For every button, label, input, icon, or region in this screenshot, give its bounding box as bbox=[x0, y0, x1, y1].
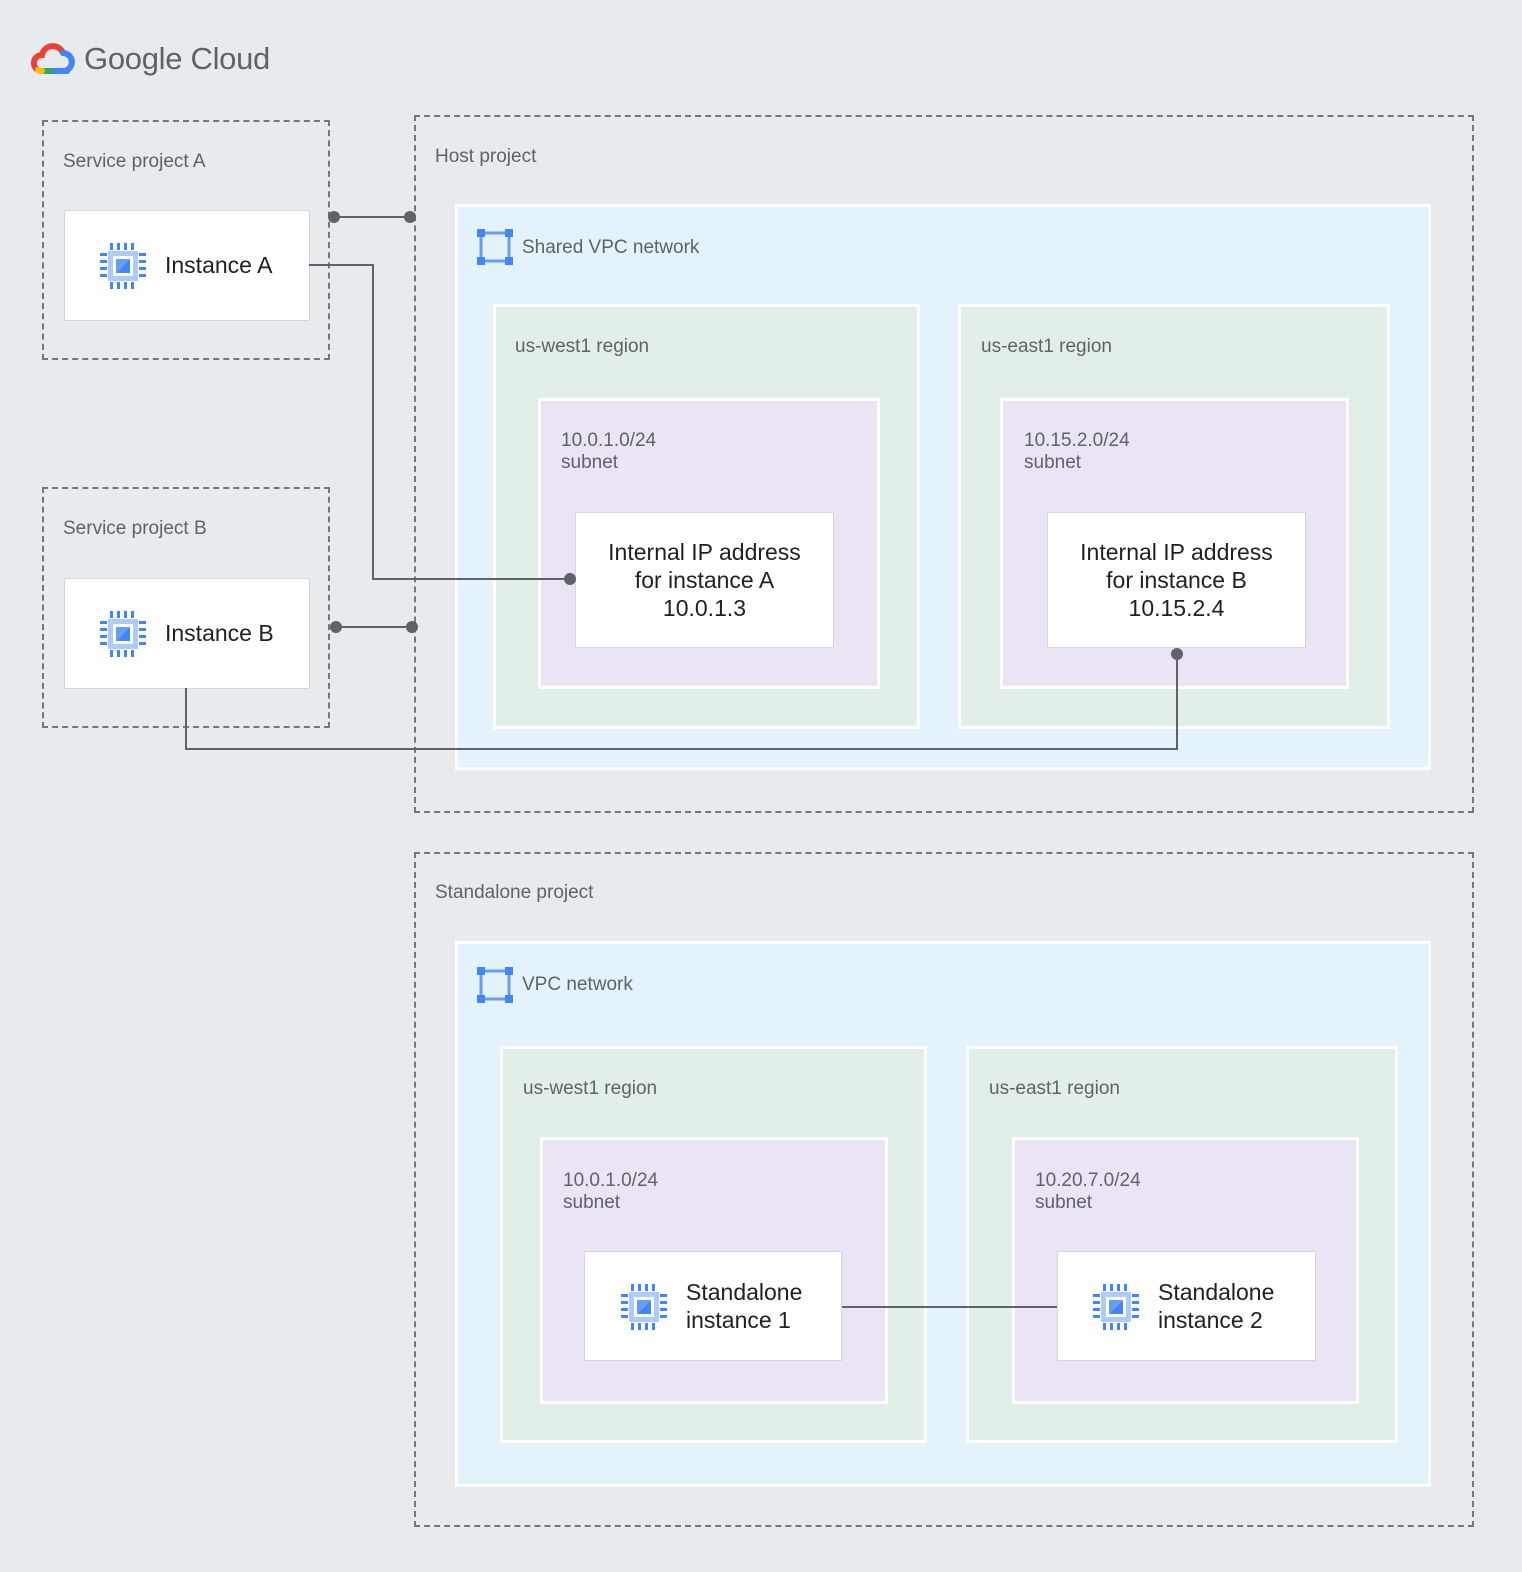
ip-box-instance-b[interactable]: Internal IP address for instance B 10.15… bbox=[1047, 512, 1306, 648]
standalone-project-title: Standalone project bbox=[435, 882, 594, 903]
ip-box-line2: for instance A bbox=[634, 567, 775, 593]
service-project-a-title: Service project A bbox=[63, 151, 206, 172]
subnet-label: subnet bbox=[563, 1192, 621, 1213]
host-project-title: Host project bbox=[435, 146, 537, 167]
vpc-network-title: VPC network bbox=[522, 974, 633, 995]
compute-engine-icon bbox=[1093, 1284, 1139, 1330]
instance-a-card[interactable]: Instance A bbox=[64, 210, 310, 321]
compute-engine-icon bbox=[621, 1284, 667, 1330]
instance-b-name: Instance B bbox=[165, 620, 274, 646]
region-title: us-west1 region bbox=[515, 336, 650, 357]
instance-b-card[interactable]: Instance B bbox=[64, 578, 310, 689]
region-title: us-west1 region bbox=[523, 1078, 658, 1099]
compute-engine-icon bbox=[100, 243, 146, 289]
region-title: us-east1 region bbox=[989, 1078, 1120, 1099]
standalone-project: Standalone project bbox=[414, 852, 1474, 1527]
subnet-label: subnet bbox=[1024, 452, 1082, 473]
instance-line1: Standalone bbox=[1158, 1279, 1275, 1305]
service-project-a: Service project A Instance A bbox=[42, 120, 330, 360]
google-cloud-logo bbox=[30, 38, 270, 82]
service-project-b: Service project B Instance B bbox=[42, 487, 330, 728]
instance-line2: instance 2 bbox=[1158, 1307, 1263, 1333]
region-title: us-east1 region bbox=[981, 336, 1112, 357]
vpc-network-icon bbox=[477, 967, 513, 1003]
ip-address: 10.15.2.4 bbox=[1128, 595, 1225, 621]
subnet-cidr: 10.20.7.0/24 bbox=[1035, 1170, 1141, 1191]
standalone-instance-2-card[interactable]: Standalone instance 2 bbox=[1057, 1251, 1316, 1361]
vpc-network-icon bbox=[477, 229, 513, 265]
instance-line2: instance 1 bbox=[686, 1307, 791, 1333]
ip-box-line1: Internal IP address bbox=[608, 539, 801, 565]
instance-a-name: Instance A bbox=[165, 252, 273, 278]
subnet-cidr: 10.0.1.0/24 bbox=[561, 430, 657, 451]
service-project-b-title: Service project B bbox=[63, 518, 207, 539]
subnet-cidr: 10.15.2.0/24 bbox=[1024, 430, 1130, 451]
ip-box-line1: Internal IP address bbox=[1080, 539, 1273, 565]
subnet-label: subnet bbox=[1035, 1192, 1093, 1213]
ip-box-line2: for instance B bbox=[1106, 567, 1247, 593]
ip-box-instance-a[interactable]: Internal IP address for instance A 10.0.… bbox=[575, 512, 834, 648]
compute-engine-icon bbox=[100, 611, 146, 657]
instance-line1: Standalone bbox=[686, 1279, 803, 1305]
google-cloud-icon bbox=[30, 43, 75, 74]
standalone-instance-1-card[interactable]: Standalone instance 1 bbox=[584, 1251, 842, 1361]
connector-dot bbox=[330, 621, 342, 633]
subnet-cidr: 10.0.1.0/24 bbox=[563, 1170, 659, 1191]
brand-name: Google Cloud bbox=[84, 41, 270, 76]
ip-address: 10.0.1.3 bbox=[662, 595, 747, 621]
shared-vpc-title: Shared VPC network bbox=[522, 237, 700, 258]
subnet-label: subnet bbox=[561, 452, 619, 473]
